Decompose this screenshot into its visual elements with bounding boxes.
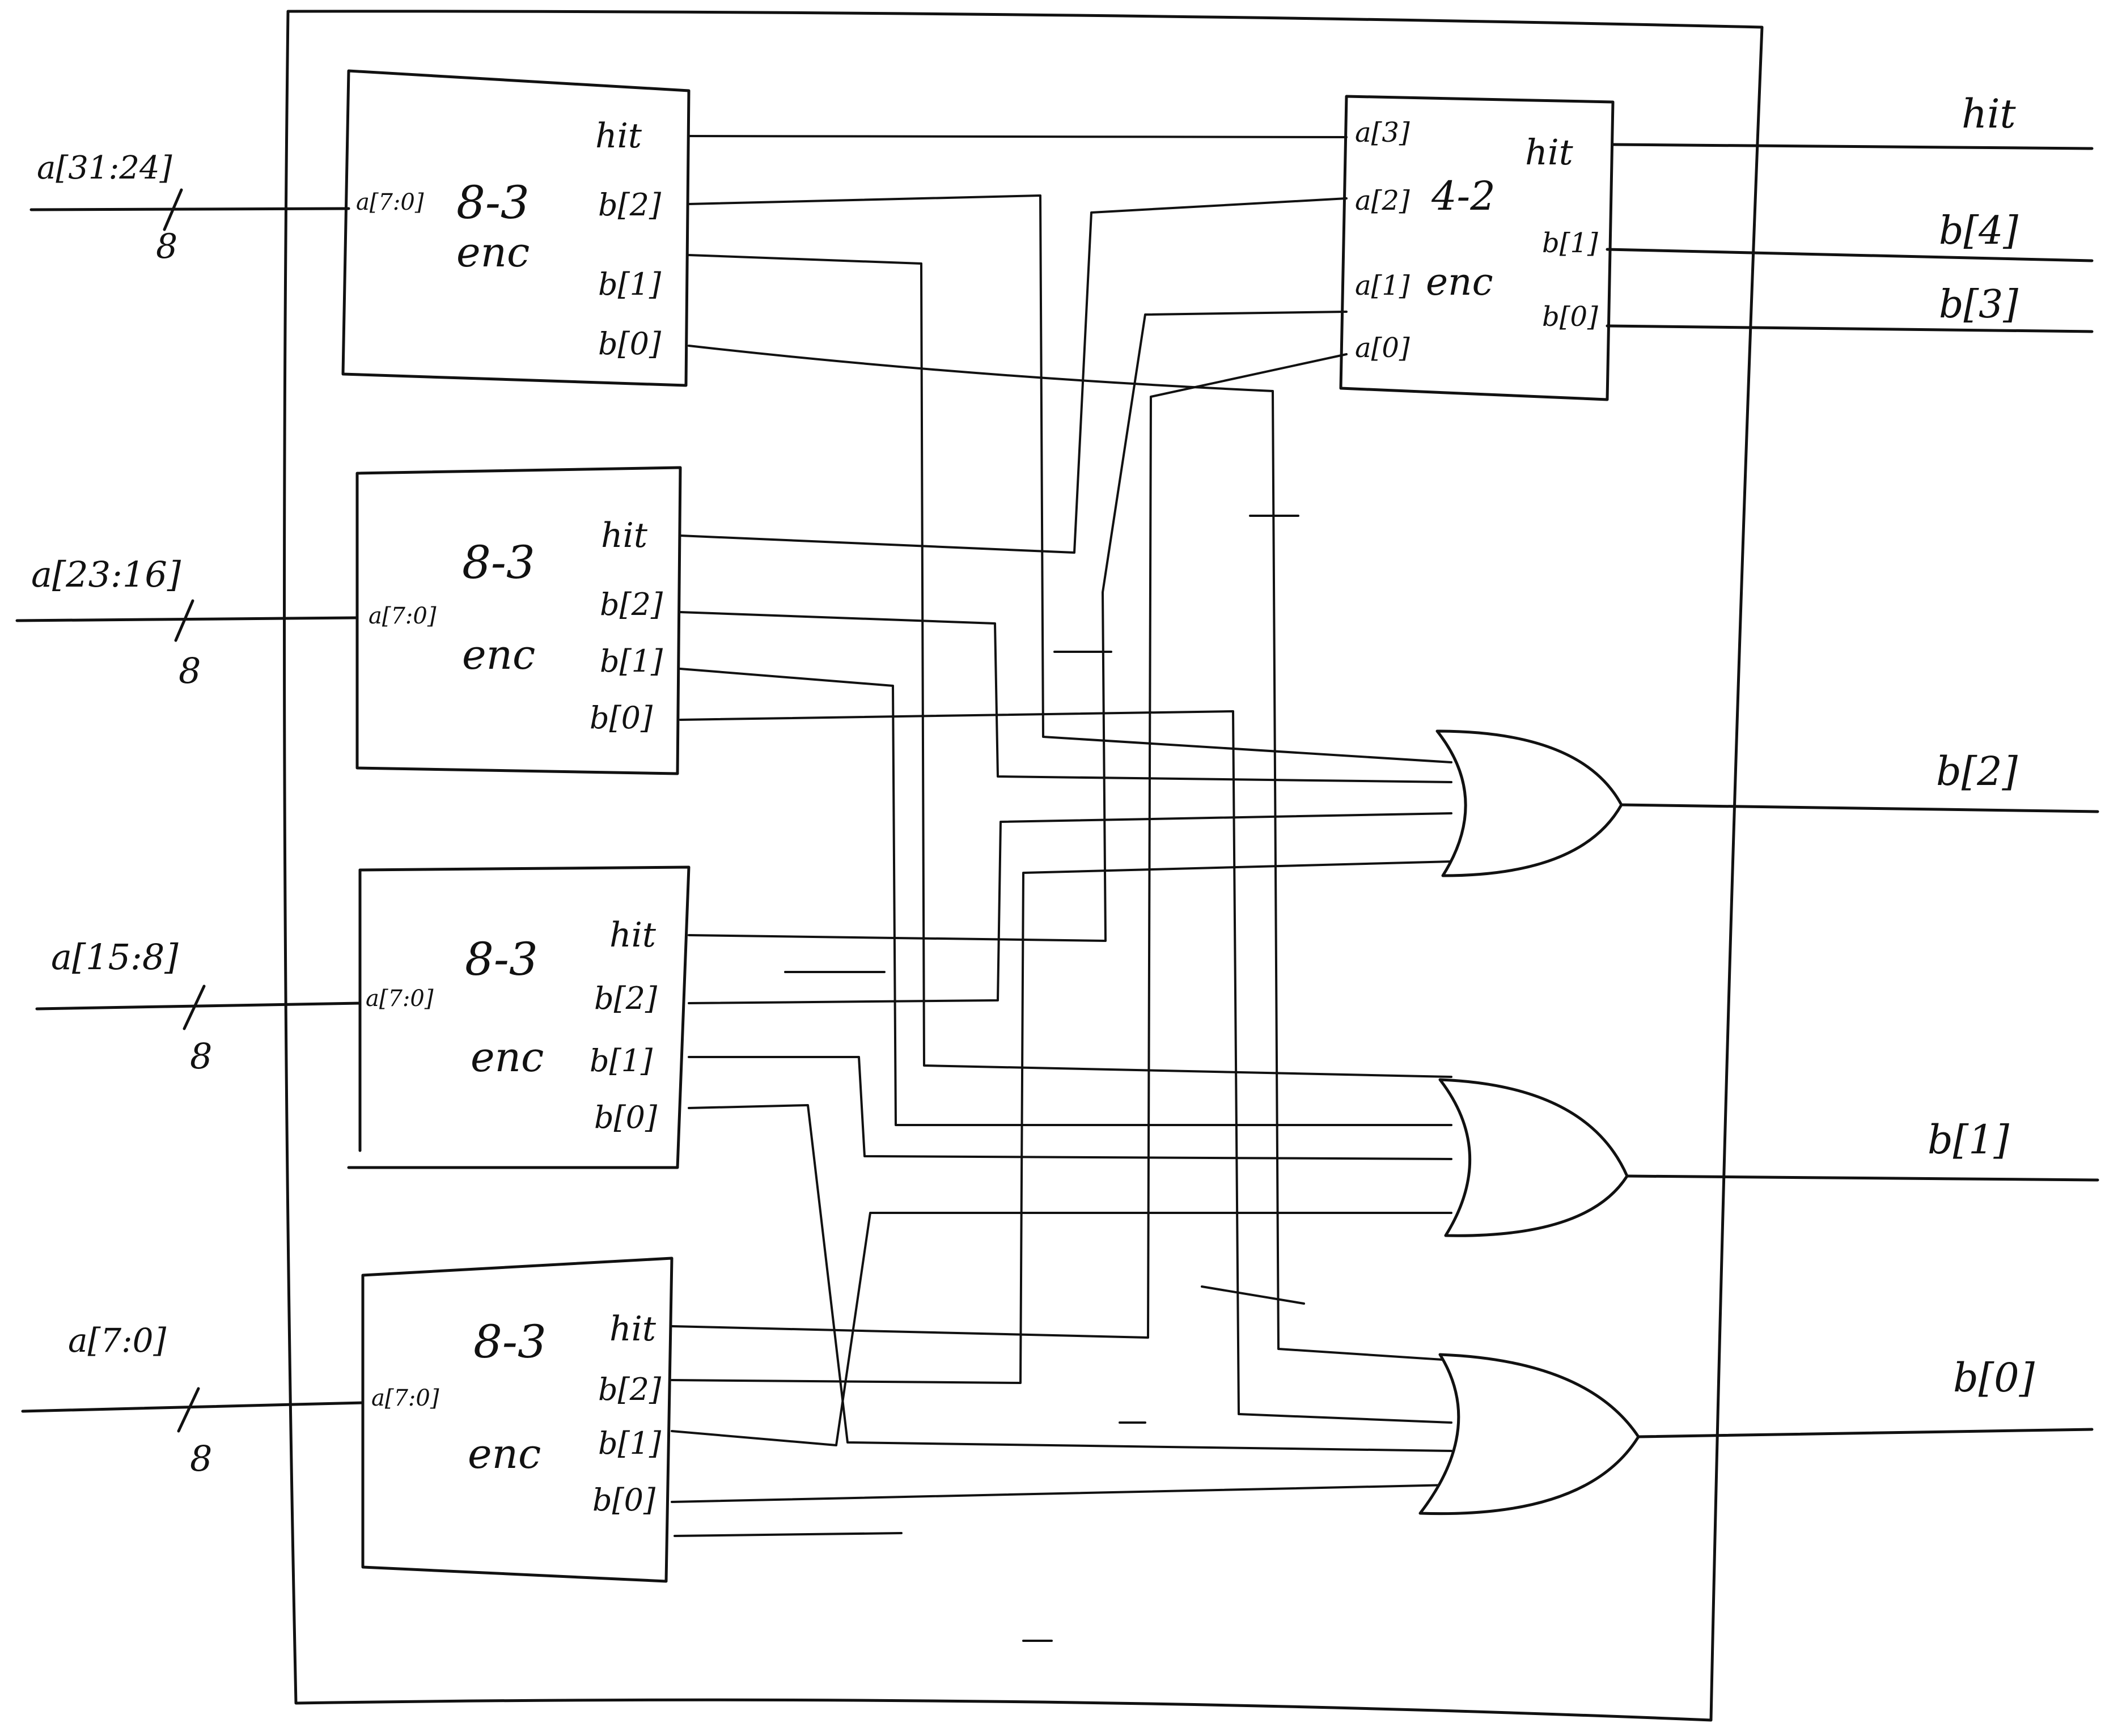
encoder-1-enc: enc [456, 228, 530, 276]
input-label-a23-16: a[23:16] [31, 554, 181, 595]
input-buses: a[31:24] 8 a[23:16] 8 a[15:8] 8 a[7:0] 8 [17, 150, 363, 1479]
encoder-4-b2-port: b[2] [598, 1372, 662, 1407]
encoder-2-b0-port: b[0] [590, 700, 653, 736]
encoder-4-2-hit-port: hit [1525, 131, 1573, 173]
input-label-a7-0: a[7:0] [68, 1321, 167, 1360]
encoder-1-b2-port: b[2] [598, 187, 662, 223]
encoder-4-2-enc: enc [1426, 260, 1493, 304]
encoder-1-type: 8-3 [456, 176, 530, 229]
encoder-4-type: 8-3 [473, 1315, 547, 1368]
bus-width-2: 8 [179, 650, 201, 691]
encoder-2-b1-port: b[1] [600, 643, 663, 679]
encoder-4-2-a2-port: a[2] [1355, 185, 1410, 217]
output-label-hit: hit [1962, 91, 2016, 137]
encoder-4-2-a3-port: a[3] [1355, 117, 1410, 148]
encoder-4-2-type: 4-2 [1431, 173, 1496, 219]
bus-slash-4 [179, 1389, 198, 1431]
encoder-1-b0-port: b[0] [598, 326, 662, 362]
internal-wires [672, 136, 1451, 1641]
output-label-b0: b[0] [1953, 1355, 2035, 1401]
encoder-3-b0-port: b[0] [594, 1100, 658, 1135]
output-label-b1: b[1] [1928, 1117, 2010, 1163]
encoder-1-input-port: a[7:0] [356, 189, 424, 215]
encoder-3-enc: enc [471, 1033, 544, 1081]
encoder-3-type: 8-3 [465, 933, 538, 986]
encoder-4-2-a1-port: a[1] [1355, 270, 1410, 302]
encoder-4-b0-port: b[0] [592, 1482, 656, 1518]
encoder-4-2-b0-port: b[0] [1542, 301, 1598, 333]
bus-width-3: 8 [190, 1035, 212, 1077]
encoder-3-b1-port: b[1] [590, 1043, 653, 1079]
output-label-b3: b[3] [1939, 282, 2018, 327]
or-gate-b0 [1420, 1355, 1638, 1514]
encoder-8-3-block-1: a[7:0] 8-3 enc hit b[2] b[1] b[0] [343, 71, 689, 385]
encoder-1-hit-port: hit [595, 116, 642, 156]
encoder-4-input-port: a[7:0] [371, 1385, 439, 1411]
encoder-1-b1-port: b[1] [598, 266, 662, 302]
encoder-2-enc: enc [462, 631, 535, 678]
encoder-8-3-block-4: a[7:0] 8-3 enc hit b[2] b[1] b[0] [363, 1258, 672, 1581]
encoder-8-3-block-2: a[7:0] 8-3 enc hit b[2] b[1] b[0] [357, 468, 680, 774]
encoder-3-hit-port: hit [609, 915, 657, 955]
encoder-2-hit-port: hit [601, 516, 648, 555]
bus-width-4: 8 [190, 1438, 212, 1479]
output-label-b2: b[2] [1936, 748, 2018, 795]
or-gate-b1 [1440, 1080, 1627, 1236]
encoder-4-box [363, 1258, 672, 1581]
encoder-2-input-port: a[7:0] [369, 603, 437, 629]
encoder-4-b1-port: b[1] [598, 1425, 662, 1461]
output-label-b4: b[4] [1939, 209, 2018, 253]
input-label-a15-8: a[15:8] [51, 936, 179, 978]
bus-width-1: 8 [156, 227, 177, 266]
encoder-2-type: 8-3 [462, 536, 535, 589]
encoder-2-b2-port: b[2] [600, 587, 663, 622]
or-gate-b2 [1437, 731, 1621, 876]
output-labels: hit b[4] b[3] b[2] b[1] b[0] [1928, 91, 2035, 1401]
encoder-4-2-a0-port: a[0] [1355, 332, 1410, 364]
encoder-4-hit-port: hit [609, 1309, 657, 1349]
encoder-3-b2-port: b[2] [594, 981, 658, 1016]
encoder-3-input-port: a[7:0] [366, 986, 434, 1012]
output-wires [1607, 145, 2098, 1437]
encoder-4-2-b1-port: b[1] [1542, 227, 1598, 259]
encoder-4-2-block: a[3] a[2] a[1] a[0] 4-2 enc hit b[1] b[0… [1341, 96, 1613, 400]
encoder-8-3-block-3: a[7:0] 8-3 enc hit b[2] b[1] b[0] [349, 867, 689, 1168]
encoder-4-enc: enc [468, 1430, 541, 1478]
input-label-a31-24: a[31:24] [37, 150, 172, 186]
